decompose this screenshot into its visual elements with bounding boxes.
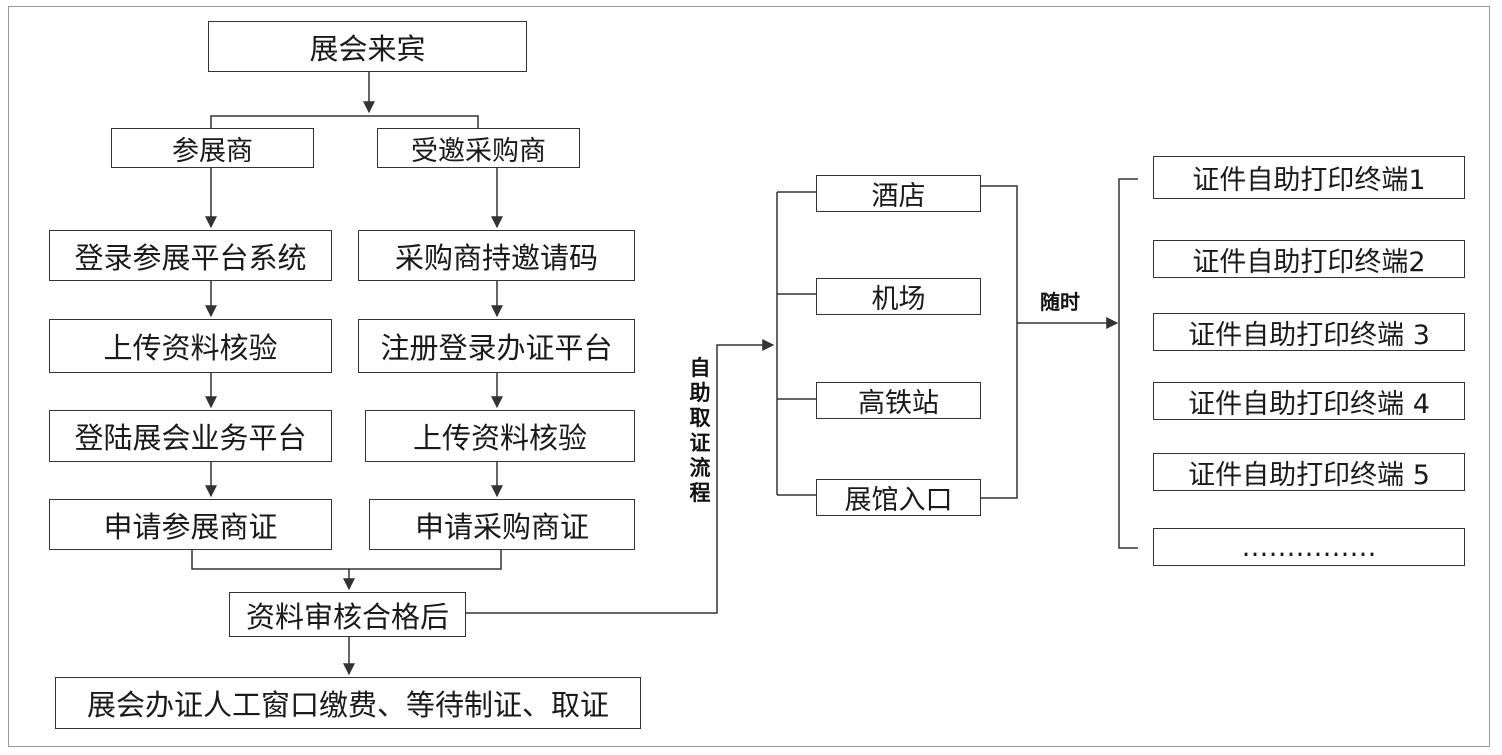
connector-root-split (210, 115, 479, 128)
buyer-register-box: 注册登录办证平台 (358, 319, 635, 373)
connector-merge (191, 550, 502, 570)
terminal-1: 证件自助打印终端1 (1153, 156, 1465, 199)
exhibitor-box: 参展商 (111, 128, 314, 168)
terminal-more: …………… (1153, 528, 1465, 566)
terminal-4: 证件自助打印终端 4 (1153, 382, 1465, 420)
exhibitor-portal-box: 登陆展会业务平台 (49, 410, 332, 462)
approved-box: 资料审核合格后 (229, 592, 466, 637)
terminal-3: 证件自助打印终端 3 (1153, 313, 1465, 351)
connector-self-service (466, 339, 775, 614)
location-venue-entrance: 展馆入口 (816, 479, 981, 516)
self-service-label: 自助取证流程 (689, 356, 711, 505)
location-hotel: 酒店 (816, 175, 981, 212)
exhibitor-login-box: 登录参展平台系统 (49, 230, 332, 281)
diagram-frame (8, 6, 1490, 747)
buyer-upload-box: 上传资料核验 (365, 410, 635, 462)
terminal-5: 证件自助打印终端 5 (1153, 453, 1465, 491)
buyer-code-box: 采购商持邀请码 (358, 230, 635, 281)
exhibitor-apply-box: 申请参展商证 (49, 499, 332, 550)
terminal-2: 证件自助打印终端2 (1153, 240, 1465, 278)
anytime-label: 随时 (1040, 290, 1080, 314)
exhibitor-upload-box: 上传资料核验 (49, 319, 332, 373)
root-box: 展会来宾 (208, 21, 527, 72)
buyer-apply-box: 申请采购商证 (369, 499, 635, 550)
buyer-box: 受邀采购商 (377, 128, 580, 168)
location-airport: 机场 (816, 278, 981, 315)
location-rail-station: 高铁站 (816, 382, 981, 419)
manual-window-box: 展会办证人工窗口缴费、等待制证、取证 (55, 677, 641, 729)
